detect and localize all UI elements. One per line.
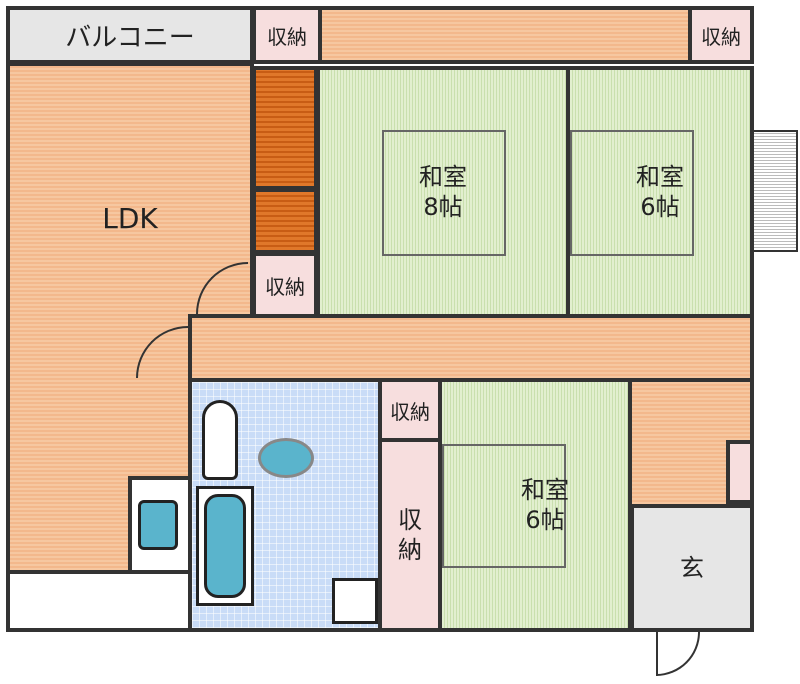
closet-middle: 収納 [252, 252, 318, 318]
hallway [188, 314, 754, 382]
closet-label-1: 収 [398, 506, 422, 534]
tatami-mat [570, 130, 694, 256]
closet-label: 収納 [701, 24, 741, 49]
washroom [188, 378, 382, 632]
ldk-label: LDK [102, 202, 158, 235]
room-size: 6帖 [640, 193, 680, 221]
entrance-label: 玄 [680, 554, 704, 582]
kitchen-counter [128, 476, 194, 574]
closet-small-right [726, 440, 754, 504]
closet-tall: 収納 [378, 438, 442, 632]
tatami-mat [442, 444, 566, 568]
room-name: 和室 [419, 163, 467, 191]
closet-label-2: 納 [398, 536, 422, 564]
closet-label: 収納 [390, 399, 430, 424]
storage-strip-lower [252, 188, 318, 254]
bay-window [752, 130, 798, 252]
washbasin-icon [258, 438, 314, 478]
room-name: 和室 [521, 476, 569, 504]
room-name: 和室 [636, 163, 684, 191]
washing-machine-icon [332, 578, 378, 624]
closet-bath-side: 収納 [378, 378, 442, 442]
balcony-label: バルコニー [65, 22, 195, 53]
sink-icon [138, 500, 178, 550]
top-corridor [318, 6, 692, 64]
room-size: 6帖 [525, 506, 565, 534]
closet-label: 収納 [265, 274, 305, 299]
tatami-mat [382, 130, 506, 256]
closet-top-right: 収納 [688, 6, 754, 64]
balcony: バルコニー [6, 6, 254, 64]
entrance: 玄 [630, 504, 754, 632]
closet-top-left: 収納 [252, 6, 322, 64]
closet-label: 収納 [267, 24, 307, 49]
toilet-icon [202, 400, 238, 480]
ldk-alcove [6, 570, 194, 632]
bathtub-icon [204, 494, 246, 598]
room-size: 8帖 [423, 193, 463, 221]
bathtub [196, 486, 254, 606]
entrance-door-swing[interactable] [656, 632, 700, 676]
storage-strip-upper [252, 66, 318, 190]
